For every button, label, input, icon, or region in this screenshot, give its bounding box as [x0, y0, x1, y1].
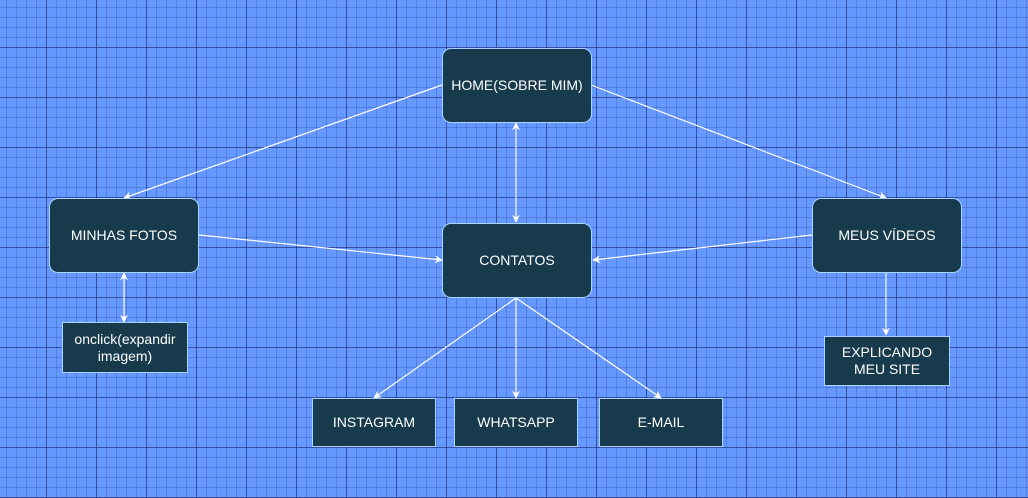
edge-videos-to-contatos: [592, 234, 813, 264]
node-instagram: INSTAGRAM: [312, 398, 436, 447]
edge-contatos-to-instagram: [373, 297, 517, 399]
node-whatsapp: WHATSAPP: [454, 398, 578, 447]
node-onclick-line2: imagem): [97, 347, 153, 364]
node-meus-videos: MEUS VÍDEOS: [812, 198, 962, 273]
node-home-label: HOME(SOBRE MIM): [451, 77, 583, 93]
node-email-label: E-MAIL: [637, 414, 685, 430]
node-contatos: CONTATOS: [442, 223, 592, 298]
node-whatsapp-label: WHATSAPP: [477, 414, 555, 430]
edge-home-to-videos: [590, 84, 887, 200]
node-onclick: onclick(expandir imagem): [62, 322, 188, 373]
node-explicando-line2: MEU SITE: [853, 361, 921, 377]
node-contatos-label: CONTATOS: [479, 252, 555, 268]
edge-home-to-fotos: [123, 84, 443, 200]
node-minhas-fotos-label: MINHAS FOTOS: [70, 227, 178, 243]
node-explicando-line1: EXPLICANDO: [841, 344, 933, 360]
node-onclick-line1: onclick(expandir: [74, 330, 176, 347]
node-home: HOME(SOBRE MIM): [442, 48, 592, 123]
node-minhas-fotos: MINHAS FOTOS: [49, 198, 199, 273]
edge-contatos-to-email: [515, 297, 662, 399]
node-instagram-label: INSTAGRAM: [332, 414, 416, 430]
node-email: E-MAIL: [599, 398, 723, 447]
node-meus-videos-label: MEUS VÍDEOS: [838, 227, 936, 243]
node-explicando: EXPLICANDO MEU SITE: [824, 336, 950, 386]
edge-fotos-to-contatos: [198, 234, 443, 264]
